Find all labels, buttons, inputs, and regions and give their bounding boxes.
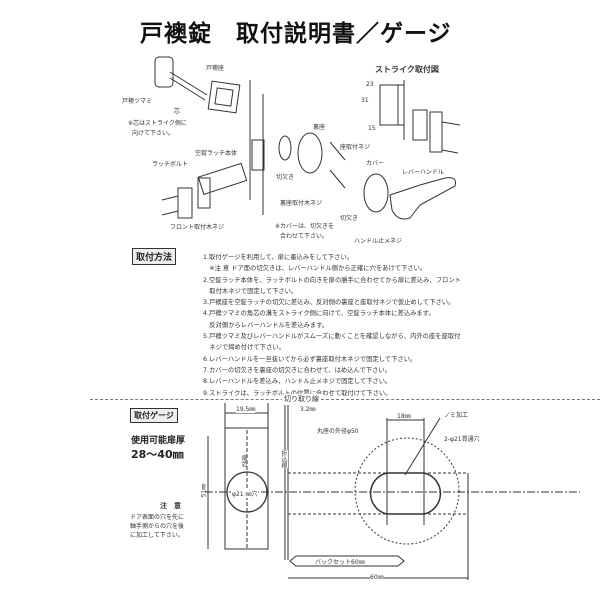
dim-15: 15 [368,125,376,132]
knob-seat-drawing [207,80,241,114]
label-cover: カバー [366,160,385,167]
fold-label: 折込線 [279,450,288,468]
step-line: 反対側からレバーハンドルを差込みます。 [203,321,329,329]
chisel-label: ノミ加工 [444,412,469,419]
label-knob: 戸襖ツマミ [122,98,153,105]
hole-label: φ21 ㎜穴 [232,489,258,498]
dim-offset: 3.2㎜ [300,406,316,413]
label-strike-title: ストライク取付図 [375,65,439,74]
back-seat-drawing [297,132,323,174]
door-thickness-label: 使用可能扉厚 [131,436,186,446]
step-line: ※注 意 ドア面の切欠きは、レバーハンドル側から正確に穴をあけて下さい。 [203,265,427,273]
label-cover-note-1: ※カバーは、切欠きを [275,223,335,230]
gauge-heading: 取付ゲージ [130,408,178,423]
step-line: 4.戸襖ツマミの角芯の溝をストライク側に向けて、空錠ラッチ本体に差込みます。 [203,310,435,318]
rose-outline [354,437,460,545]
label-lever-handle: レバーハンドル [402,169,444,176]
caution-line: に加工して下さい。 [130,532,184,539]
backset-arrow [289,555,405,567]
step-line: 5.戸襖ツマミ及びレバーハンドルがスムーズに動くことを確認しながら、内外の座を座… [203,333,461,341]
gauge-edge-rect [224,427,269,550]
dim-width: 19.5㎜ [236,404,256,413]
step-line: 9.ストライクは、ラッチボルトの位置に合わせて取付けて下さい。 [203,388,461,399]
front-plate-drawing [177,187,193,219]
step-line: 2.空錠ラッチ本体を、ラッチボルトの向きを扉の勝手に合わせてから扉に差込み、フロ… [203,276,461,284]
cut-line [90,399,600,400]
step-line: 取付木ネジで固定して下さい。 [203,287,298,295]
label-front-screw: フロント取付木ネジ [170,224,225,231]
caution-line: ドア表面の穴を先に [130,514,185,521]
label-knob-seat: 戸襖座 [206,65,225,72]
outer-dia-label: 丸座の外径φ50 [317,428,359,435]
label-spindle-note-1: ※芯はストライク側に [128,120,187,127]
label-back-seat: 裏座 [313,124,326,131]
step-line: 1.取付ゲージを利用して、扉に墨込みをして下さい。 [203,254,354,261]
lever-handle-drawing [389,177,456,220]
latch-body-drawing [197,162,248,195]
label-notch-1: 切欠き [276,174,295,181]
page-title: 戸襖錠 取付説明書／ゲージ [140,21,452,47]
method-steps: 1.取付ゲージを利用して、扉に墨込みをして下さい。 ※注 意 ドア面の切欠きは、… [203,252,461,399]
label-notch-2: 切欠き [340,215,359,222]
dim-23: 23 [366,81,374,88]
step-line: ネジで締め付けて下さい。 [203,344,285,352]
label-back-seat-screw: 裏座取付木ネジ [280,200,323,207]
step-line: 3.戸襖座を空錠ラッチの切欠に差込み、反対側の裏座と座取付ネジで仮止めして下さい… [203,299,455,307]
backset-label: バックセット60㎜ [315,559,365,566]
step-line: 8.レバーハンドルを差込み、ハンドル止メネジで固定して下さい。 [203,378,392,386]
method-heading: 取付方法 [132,248,177,265]
dim-31: 31 [361,97,369,104]
knob-drawing [154,56,174,88]
dim-60: 60㎜ [370,572,384,581]
caution-line: 軸手側からの穴を後 [130,523,185,530]
label-spindle-note-2: 向けて下さい。 [132,130,175,137]
dim-height: 51㎜ [200,483,208,498]
label-handle-set-screw: ハンドル止メネジ [354,238,403,245]
cut-line-label: 切り取り線 [282,394,321,404]
label-seat-screw: 座取付ネジ [340,144,371,151]
step-line: 6.レバーハンドルを一旦抜いてから必ず裏座取付木ネジで固定して下さい。 [203,355,417,363]
step-line: 7.カバーの切欠きを裏座の切欠きに合わせて、はめ込んで下さい。 [203,366,391,374]
label-cover-note-2: 合わせて下さい。 [280,233,329,240]
door-thickness-value: 28～40㎜ [131,448,184,461]
caution-heading: 注 意 [160,502,181,510]
label-latch-body: 空錠ラッチ本体 [195,150,238,157]
double-hole [369,472,442,515]
through-holes-label: 2-φ21貫通穴 [444,436,480,443]
dim-18: 18㎜ [397,413,411,420]
label-spindle: 芯 [174,108,181,115]
cover-drawing [363,173,389,213]
center-label: 扉芯 [240,455,247,467]
label-latch-bolt: ラッチボルト [152,161,189,168]
